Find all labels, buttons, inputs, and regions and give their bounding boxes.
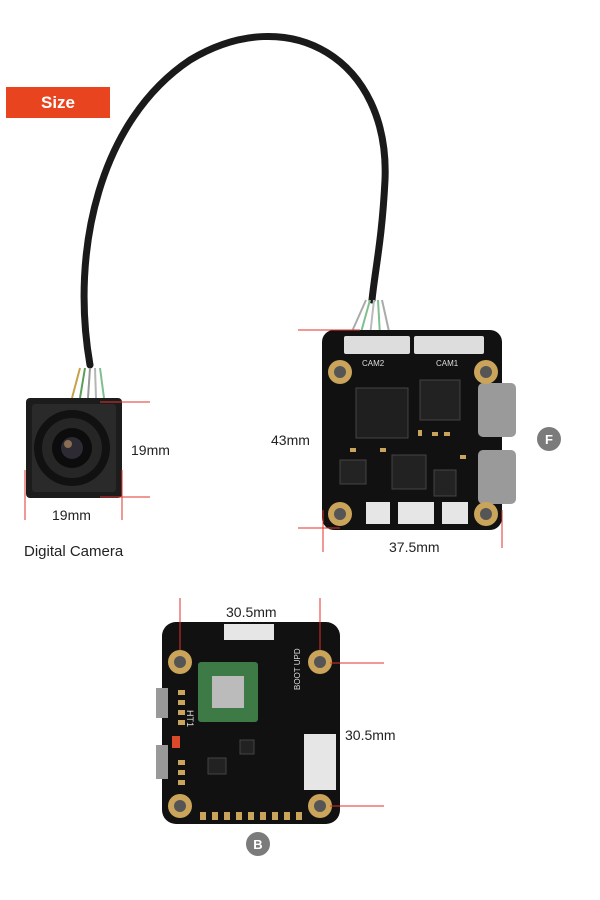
board-b-dimension-lines xyxy=(179,598,384,807)
board-b-badge: B xyxy=(246,832,270,856)
camera-cable xyxy=(80,32,389,369)
board-b-width-label: 30.5mm xyxy=(226,604,277,620)
camera-caption: Digital Camera xyxy=(24,543,124,560)
board-f-width-label: 37.5mm xyxy=(389,539,440,555)
camera-height-label: 19mm xyxy=(131,442,170,458)
board-b-height-label: 30.5mm xyxy=(345,727,396,743)
digital-camera xyxy=(26,398,122,498)
camera-dimension-lines xyxy=(24,401,150,520)
board-f-dimension-lines xyxy=(298,329,503,552)
size-tag: Size xyxy=(6,87,110,118)
camera-wires xyxy=(71,367,105,399)
board-f-badge: F xyxy=(537,427,561,451)
camera-width-label: 19mm xyxy=(52,507,91,523)
board-b xyxy=(156,622,340,824)
board-f-height-label: 43mm xyxy=(271,432,310,448)
board-f-connector-1: CAM2 xyxy=(362,359,385,368)
board-f-connector-2: CAM1 xyxy=(436,359,459,368)
board-b-silk-1: HT1 xyxy=(185,710,195,727)
board-b-silk-2: BOOT UPD xyxy=(293,648,302,690)
board-f xyxy=(322,330,516,530)
